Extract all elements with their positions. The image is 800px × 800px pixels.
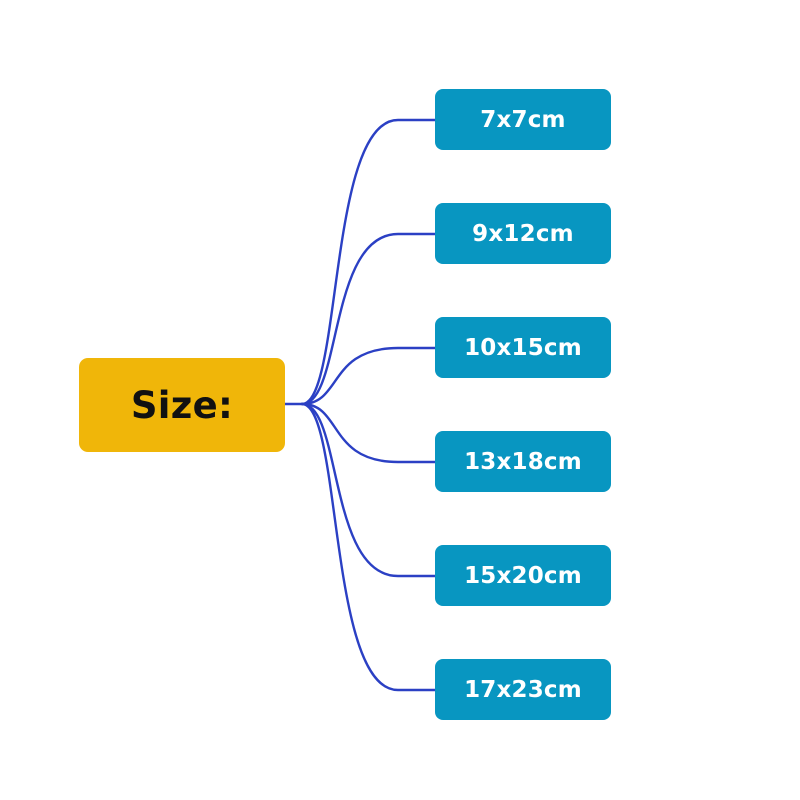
connector-line-3 <box>300 346 437 406</box>
branch-node-label: 9x12cm <box>472 220 574 247</box>
branch-node-2: 9x12cm <box>435 203 611 264</box>
branch-node-5: 15x20cm <box>435 545 611 606</box>
branch-node-3: 10x15cm <box>435 317 611 378</box>
root-node-label: Size: <box>130 383 234 427</box>
branch-node-label: 7x7cm <box>480 106 566 133</box>
root-node-size: Size: <box>79 358 285 452</box>
connector-line-4 <box>300 402 437 464</box>
connector-line-5 <box>300 402 437 578</box>
branch-node-label: 15x20cm <box>464 562 582 589</box>
branch-node-1: 7x7cm <box>435 89 611 150</box>
connector-line-6 <box>300 402 437 692</box>
branch-node-label: 17x23cm <box>464 676 582 703</box>
branch-node-6: 17x23cm <box>435 659 611 720</box>
connector-line-1 <box>300 118 437 406</box>
branch-node-label: 13x18cm <box>464 448 582 475</box>
branch-node-label: 10x15cm <box>464 334 582 361</box>
connector-lines <box>285 118 437 692</box>
branch-node-4: 13x18cm <box>435 431 611 492</box>
connector-line-2 <box>300 232 437 406</box>
